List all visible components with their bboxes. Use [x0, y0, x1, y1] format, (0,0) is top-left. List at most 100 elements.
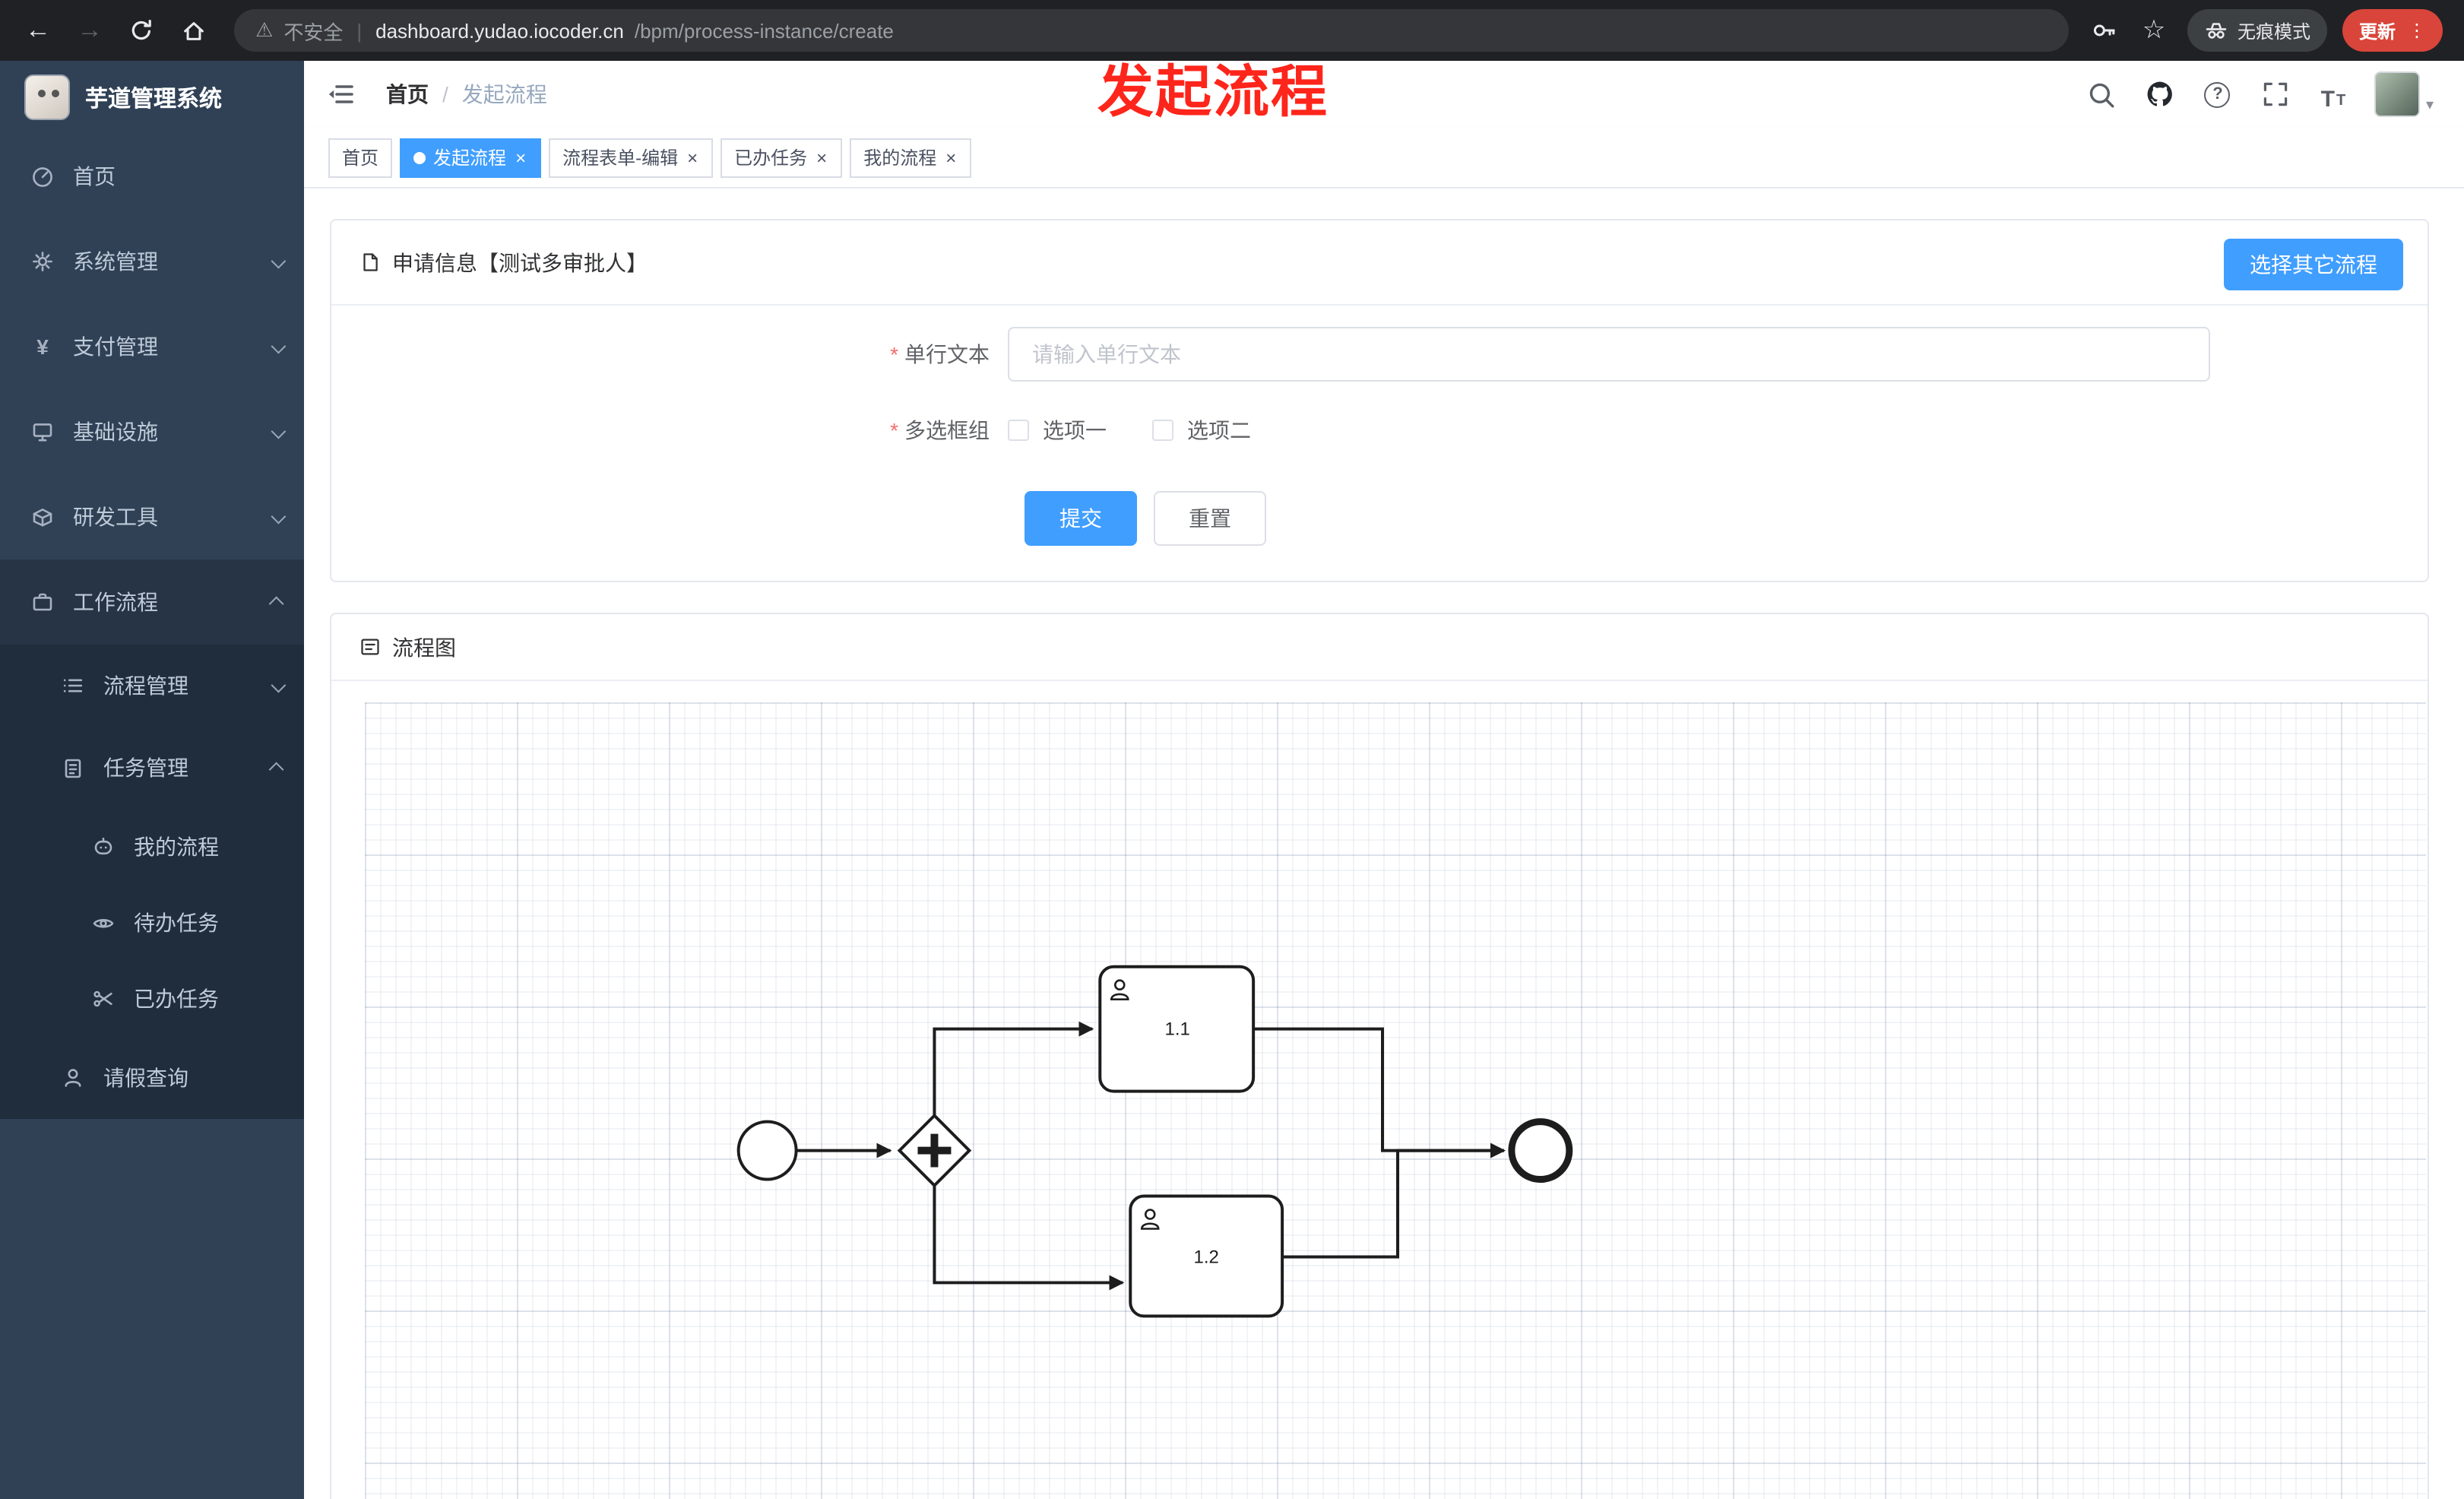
star-icon: ☆: [2142, 15, 2166, 44]
tab-home[interactable]: 首页: [328, 138, 393, 177]
flow-card-header: 流程图: [331, 614, 2428, 681]
not-secure-warning-icon: ⚠: [255, 18, 274, 41]
url-path: /bpm/process-instance/create: [634, 19, 894, 42]
search-button[interactable]: [2086, 78, 2119, 111]
incognito-badge: 无痕模式: [2187, 9, 2327, 52]
start-event-node: [736, 1120, 798, 1181]
back-button[interactable]: ←: [15, 8, 61, 53]
chevron-down-icon: [271, 508, 287, 524]
avatar: [2374, 71, 2420, 117]
chevron-up-icon: [268, 761, 284, 777]
fullscreen-button[interactable]: [2259, 78, 2292, 111]
reset-button[interactable]: 重置: [1154, 491, 1266, 546]
flow-gateway-to-task1: [933, 1021, 1094, 1116]
user-icon: [61, 1066, 85, 1090]
close-icon[interactable]: ×: [515, 147, 527, 168]
workflow-submenu: 流程管理 任务管理 我的流程 待办任务 已办任务 请假: [0, 645, 304, 1119]
incognito-icon: [2206, 23, 2227, 39]
checkbox-icon: [1152, 420, 1173, 441]
single-line-text-input[interactable]: [1008, 327, 2210, 382]
checkbox-option-2[interactable]: 选项二: [1152, 415, 1251, 445]
plus-icon: [917, 1133, 952, 1168]
collapse-sidebar-button[interactable]: [325, 78, 359, 111]
password-key-button[interactable]: [2087, 14, 2120, 47]
tab-process-form-edit[interactable]: 流程表单-编辑 ×: [549, 138, 714, 177]
monitor-icon: [30, 420, 55, 444]
breadcrumb-home[interactable]: 首页: [386, 82, 429, 106]
tab-bar: 首页 发起流程 × 流程表单-编辑 × 已办任务 × 我的流程 ×: [304, 128, 2464, 189]
url-host: dashboard.yudao.iocoder.cn: [375, 19, 624, 42]
sidebar-item-system[interactable]: 系统管理: [0, 219, 304, 304]
clipboard-icon: [61, 756, 85, 780]
toolbox-icon: [30, 505, 55, 529]
caret-down-icon: ▾: [2425, 97, 2434, 114]
tab-label: 已办任务: [734, 147, 808, 169]
gear-icon: [30, 249, 55, 274]
forward-button[interactable]: →: [67, 8, 112, 53]
bpmn-diagram: 1.1 1.2: [736, 965, 1573, 1318]
tab-done-task[interactable]: 已办任务 ×: [721, 138, 843, 177]
reload-icon: [131, 20, 151, 40]
sidebar-item-done-task[interactable]: 已办任务: [0, 961, 304, 1037]
eye-icon: [91, 911, 116, 935]
font-size-icon: T: [2320, 87, 2335, 113]
checkbox-icon: [1008, 420, 1029, 441]
user-task-icon: [1110, 979, 1129, 1001]
required-mark: *: [890, 342, 898, 366]
key-icon: [2093, 24, 2115, 36]
bpmn-canvas[interactable]: 1.1 1.2: [365, 702, 2426, 1499]
sidebar-item-process-management[interactable]: 流程管理: [0, 645, 304, 727]
sidebar-item-home[interactable]: 首页: [0, 134, 304, 219]
user-task-icon: [1140, 1209, 1160, 1230]
choose-other-process-button[interactable]: 选择其它流程: [2224, 239, 2403, 290]
address-bar[interactable]: ⚠ 不安全 | dashboard.yudao.iocoder.cn/bpm/p…: [234, 9, 2069, 52]
page-content: 申请信息【测试多审批人】 选择其它流程 *单行文本 *多选框组: [304, 189, 2464, 1499]
tab-my-process[interactable]: 我的流程 ×: [850, 138, 972, 177]
sidebar-item-payment[interactable]: ¥ 支付管理: [0, 304, 304, 389]
close-icon[interactable]: ×: [816, 147, 828, 168]
browser-toolbar: ← → ⚠ 不安全 | dashboard.yudao.iocoder.cn/b…: [0, 0, 2464, 61]
sidebar-item-todo-task[interactable]: 待办任务: [0, 885, 304, 961]
user-task-1-1-node: 1.1: [1098, 965, 1256, 1093]
home-button[interactable]: [170, 8, 216, 53]
checkbox-option-1[interactable]: 选项一: [1008, 415, 1107, 445]
sidebar-item-task-management[interactable]: 任务管理: [0, 727, 304, 809]
close-icon[interactable]: ×: [687, 147, 698, 168]
apply-info-card: 申请信息【测试多审批人】 选择其它流程 *单行文本 *多选框组: [330, 219, 2429, 582]
app-logo[interactable]: 芋道管理系统: [0, 61, 304, 134]
document-icon: [363, 253, 378, 271]
sidebar-item-devtools[interactable]: 研发工具: [0, 474, 304, 559]
chrome-update-button[interactable]: 更新 ⋮: [2342, 9, 2443, 52]
user-menu[interactable]: ▾: [2374, 71, 2434, 117]
app-title: 芋道管理系统: [85, 86, 223, 112]
flow-diagram-card: 流程图: [330, 613, 2429, 1499]
sidebar-item-workflow[interactable]: 工作流程: [0, 559, 304, 645]
sidebar-item-infrastructure[interactable]: 基础设施: [0, 389, 304, 474]
breadcrumb-current: 发起流程: [461, 82, 547, 106]
flow-gateway-to-task2: [933, 1185, 1125, 1291]
fullscreen-icon: [2263, 82, 2288, 106]
field-label: *单行文本: [890, 342, 990, 366]
tab-initiate-process[interactable]: 发起流程 ×: [400, 138, 542, 177]
list-icon: [61, 673, 85, 698]
submit-button[interactable]: 提交: [1025, 491, 1137, 546]
tab-label: 我的流程: [863, 147, 937, 169]
chevron-down-icon: [271, 423, 287, 439]
logo-avatar: [24, 74, 70, 120]
forward-arrow-icon: →: [77, 15, 103, 44]
reload-button[interactable]: [119, 8, 164, 53]
bookmark-star-button[interactable]: ☆: [2136, 15, 2172, 46]
url-divider: |: [356, 19, 363, 42]
github-icon: [2147, 81, 2172, 106]
sidebar-item-leave-query[interactable]: 请假查询: [0, 1037, 304, 1119]
help-button[interactable]: ?: [2201, 78, 2234, 111]
sidebar: 芋道管理系统 首页 系统管理 ¥ 支付管理 基础设施 研发工具 工作: [0, 61, 304, 1499]
apply-card-title: 申请信息【测试多审批人】: [392, 250, 648, 274]
github-button[interactable]: [2143, 78, 2177, 111]
close-icon[interactable]: ×: [945, 147, 957, 168]
flow-task1-to-end: [1253, 1027, 1506, 1158]
sidebar-item-my-process[interactable]: 我的流程: [0, 809, 304, 885]
breadcrumb: 首页 / 发起流程: [386, 79, 547, 109]
